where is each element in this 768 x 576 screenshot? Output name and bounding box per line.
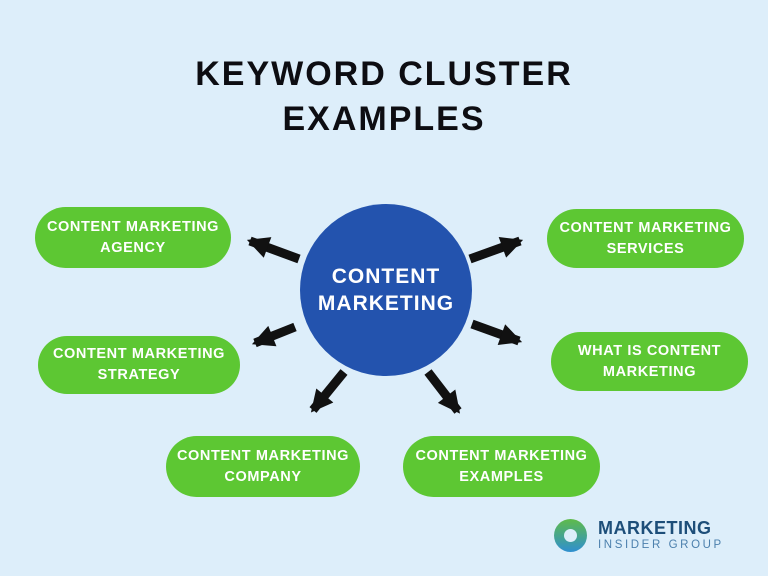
node-label-line1: CONTENT MARKETING [176, 447, 350, 464]
node-label-line1: CONTENT MARKETING [415, 447, 588, 464]
arrow-to-company [309, 369, 348, 413]
node-content-marketing-strategy: CONTENT MARKETING STRATEGY [38, 336, 240, 394]
node-content-marketing-services: CONTENT MARKETING SERVICES [547, 209, 744, 268]
logo-name: MARKETING [598, 518, 712, 538]
node-content-marketing-agency: CONTENT MARKETING AGENCY [35, 207, 231, 268]
node-label-line1: WHAT IS CONTENT [577, 342, 722, 359]
arrow-to-agency [246, 236, 301, 264]
arrow-to-strategy [251, 322, 297, 348]
arrow-to-whatis [470, 319, 523, 346]
marketing-insider-group-logo: MARKETING INSIDER GROUP [554, 518, 724, 552]
node-label-line2: AGENCY [100, 239, 166, 256]
logo-ring-icon [554, 518, 587, 552]
node-content-marketing-company: CONTENT MARKETING COMPANY [166, 436, 360, 497]
central-node-line2: MARKETING [317, 292, 455, 315]
page-title-line2: EXAMPLES [282, 100, 486, 138]
node-label-line2: STRATEGY [97, 367, 181, 383]
node-label-line1: CONTENT MARKETING [559, 219, 732, 236]
arrow-to-examples [424, 369, 462, 414]
node-label-line2: MARKETING [602, 363, 697, 380]
node-label-line2: SERVICES [606, 240, 685, 257]
node-label-line2: EXAMPLES [459, 468, 544, 485]
node-what-is-content-marketing: WHAT IS CONTENT MARKETING [551, 332, 748, 391]
central-node-line1: CONTENT [331, 265, 441, 288]
node-label-line1: CONTENT MARKETING [52, 346, 226, 362]
page-title-line1: KEYWORD CLUSTER [195, 55, 573, 93]
page-title: KEYWORD CLUSTER EXAMPLES [0, 52, 768, 142]
logo-tagline: INSIDER GROUP [598, 539, 724, 551]
central-node-content-marketing: CONTENT MARKETING [300, 204, 472, 376]
node-content-marketing-examples: CONTENT MARKETING EXAMPLES [403, 436, 600, 497]
logo-text: MARKETING INSIDER GROUP [598, 518, 724, 552]
arrow-to-services [468, 236, 524, 264]
node-label-line1: CONTENT MARKETING [46, 218, 220, 235]
node-label-line2: COMPANY [224, 468, 302, 485]
logo-ring-hole [564, 528, 577, 542]
